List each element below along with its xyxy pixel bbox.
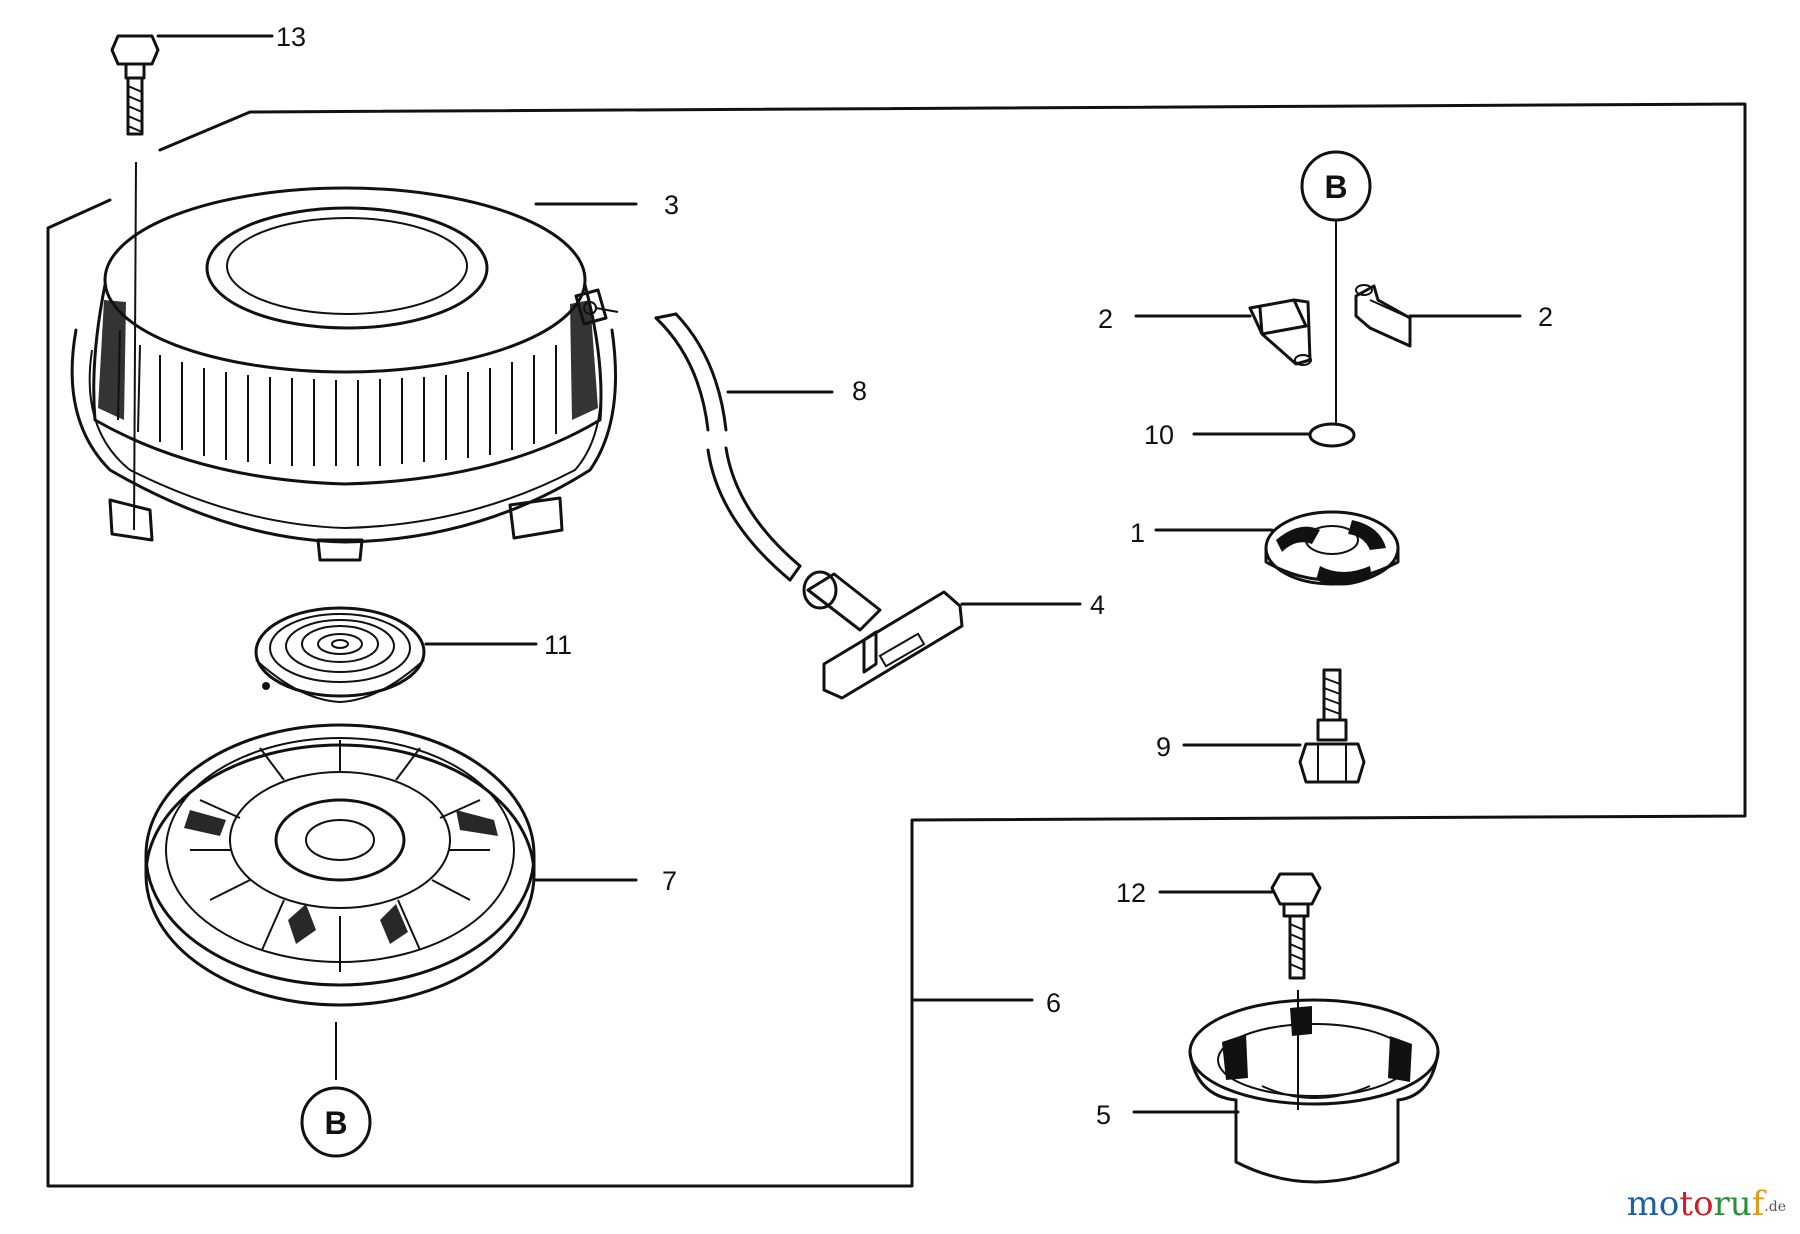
b-marker-top-label: B — [1324, 169, 1347, 205]
assembly-boundary — [46, 102, 1747, 1188]
ratchet-pawl-2-left — [1248, 298, 1312, 366]
watermark-part-1: mo — [1626, 1184, 1680, 1224]
b-marker-top: B — [1300, 150, 1372, 222]
recoil-spring-11 — [254, 606, 426, 704]
callout-5: 5 — [1096, 1100, 1111, 1130]
callout-9: 9 — [1156, 732, 1171, 762]
rope-8 — [654, 312, 802, 582]
watermark-logo: motoruf.de — [1627, 1184, 1786, 1224]
bolt-13 — [110, 34, 160, 531]
watermark-part-4: f — [1751, 1184, 1765, 1224]
callout-11: 11 — [544, 630, 572, 660]
callout-1: 1 — [1130, 518, 1145, 548]
callout-6: 6 — [1046, 988, 1061, 1018]
ratchet-1 — [1264, 510, 1400, 586]
watermark-part-2: to — [1679, 1184, 1714, 1224]
b-marker-bottom-label: B — [324, 1105, 347, 1141]
ratchet-pawl-2-right — [1354, 284, 1412, 348]
callout-2-right: 2 — [1538, 302, 1553, 332]
callout-8: 8 — [852, 376, 867, 406]
callout-7: 7 — [662, 866, 677, 896]
watermark-part-3: ru — [1713, 1184, 1752, 1224]
watermark-suffix: .de — [1764, 1199, 1786, 1215]
b-marker-bottom: B — [300, 1086, 372, 1158]
callout-3: 3 — [664, 190, 679, 220]
bolt-12 — [1270, 872, 1322, 1110]
shoulder-bolt-9 — [1298, 668, 1366, 784]
callout-2-left: 2 — [1098, 304, 1113, 334]
callout-4: 4 — [1090, 590, 1105, 620]
starter-handle-4 — [802, 570, 964, 700]
callout-10: 10 — [1144, 420, 1174, 450]
leader-lines — [156, 34, 1522, 1114]
starter-housing-3 — [70, 186, 619, 562]
washer-10 — [1308, 422, 1356, 448]
callout-12: 12 — [1116, 878, 1146, 908]
starter-cup-5 — [1188, 998, 1440, 1184]
rope-pulley-7 — [144, 723, 536, 1080]
callout-13: 13 — [276, 22, 306, 52]
